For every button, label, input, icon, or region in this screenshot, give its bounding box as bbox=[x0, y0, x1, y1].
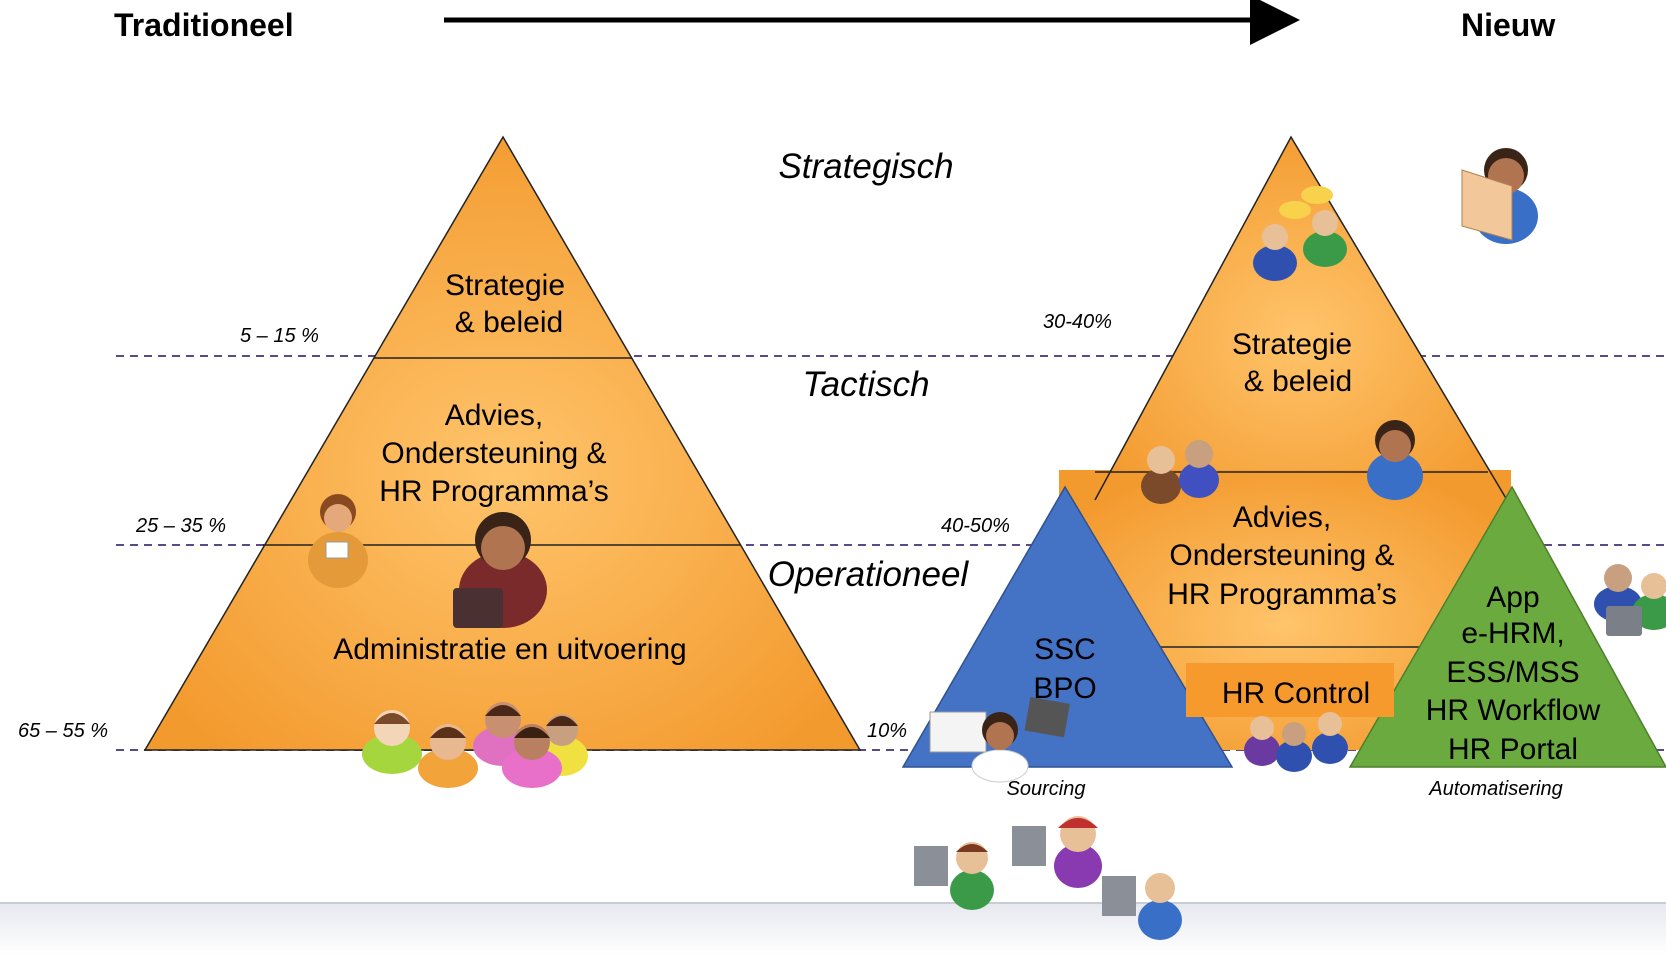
person-icon bbox=[308, 494, 368, 588]
new-pct-mid: 40-50% bbox=[941, 515, 1010, 537]
laptop-icon bbox=[929, 696, 1070, 783]
app-line1: App bbox=[1486, 581, 1539, 614]
app-line2: e-HRM, bbox=[1461, 617, 1564, 650]
caption-sourcing: Sourcing bbox=[1007, 778, 1086, 800]
app-triangle bbox=[1348, 485, 1666, 768]
ssc-triangle bbox=[901, 485, 1234, 768]
chat-people-icon bbox=[1253, 186, 1347, 281]
layer-strategic: Strategisch bbox=[778, 147, 953, 186]
floor-shadow bbox=[0, 902, 1666, 955]
new-mid-line1: Advies, bbox=[1233, 501, 1331, 534]
trad-mid-line3: HR Programma’s bbox=[379, 475, 609, 508]
person-writing-icon bbox=[1367, 420, 1423, 500]
layer-operational: Operationeel bbox=[768, 555, 970, 594]
trad-pct-bottom: 65 – 55 % bbox=[18, 720, 108, 742]
trad-mid-line1: Advies, bbox=[445, 399, 543, 432]
hr-control-label: HR Control bbox=[1222, 677, 1370, 710]
caption-automation: Automatisering bbox=[1428, 778, 1562, 800]
trad-bottom-label: Administratie en uitvoering bbox=[333, 633, 687, 666]
computer-users-bottom-icon bbox=[914, 816, 1182, 940]
hr-control-box bbox=[1186, 663, 1394, 717]
crowd-icon bbox=[362, 702, 588, 788]
app-line3: ESS/MSS bbox=[1446, 656, 1579, 689]
computer-user-icon bbox=[1594, 564, 1666, 636]
person-briefcase-icon bbox=[453, 512, 547, 628]
trad-pct-top: 5 – 15 % bbox=[240, 325, 319, 347]
new-top-line1: Strategie bbox=[1232, 328, 1352, 361]
hr-control-people-icon bbox=[1244, 712, 1348, 772]
new-top-line2: & beleid bbox=[1244, 365, 1352, 398]
app-line4: HR Workflow bbox=[1426, 694, 1601, 727]
newspaper-person-icon bbox=[1461, 148, 1538, 244]
new-pct-top: 30-40% bbox=[1043, 311, 1112, 333]
trad-top-line1: Strategie bbox=[445, 269, 565, 302]
trad-mid-line2: Ondersteuning & bbox=[381, 437, 606, 470]
ssc-line1: SSC bbox=[1034, 633, 1096, 666]
header-traditional: Traditioneel bbox=[114, 7, 294, 43]
layer-tactical: Tactisch bbox=[802, 365, 929, 404]
new-pct-bottom: 10% bbox=[867, 720, 907, 742]
app-line5: HR Portal bbox=[1448, 733, 1578, 766]
new-mid-line2: Ondersteuning & bbox=[1169, 539, 1394, 572]
header-new: Nieuw bbox=[1461, 7, 1555, 43]
people-pair-icon bbox=[1141, 440, 1219, 504]
new-mid-line3: HR Programma’s bbox=[1167, 578, 1397, 611]
trad-pct-mid: 25 – 35 % bbox=[135, 515, 226, 537]
trad-top-line2: & beleid bbox=[455, 306, 563, 339]
